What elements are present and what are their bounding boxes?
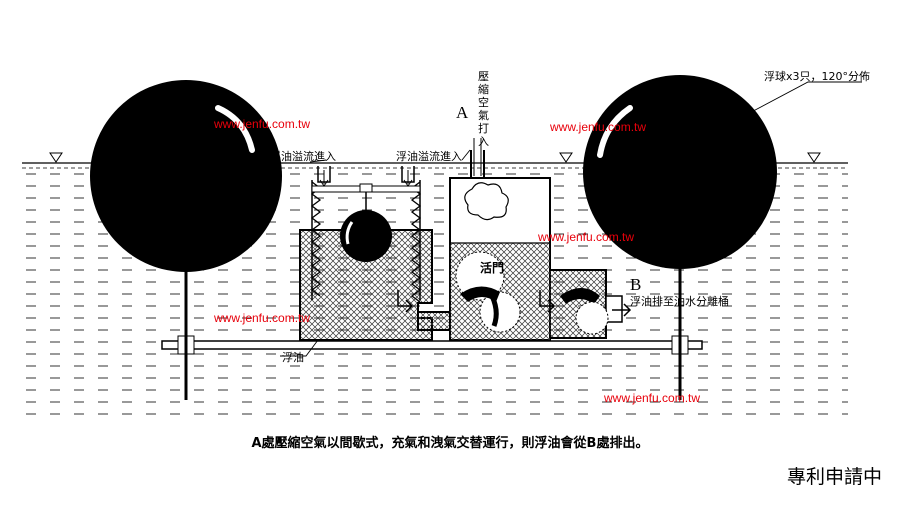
label-overflow-left: 浮油溢流進入 [270,149,336,163]
air-inlet-char-5: 打 [478,121,489,135]
air-inlet-char-4: 氣 [478,108,489,122]
label-air-inlet: 壓 縮 空 氣 打 入 [478,70,489,148]
watermark-5: www.jenfu.com.tw [603,391,700,405]
float-rods [184,262,682,400]
watermark-1: www.jenfu.com.tw [213,117,310,131]
label-valve: 活門 [480,260,504,275]
label-overflow-right: 浮油溢流進入 [396,149,462,163]
leader-lines [280,81,862,357]
outlet-chamber [539,269,632,339]
patent-pending-note: 專利申請中 [786,466,882,488]
diagram-caption: A處壓縮空氣以間歇式，充氣和洩氣交替運行，則浮油會從B處排出。 [251,436,649,451]
water-level-markers [49,152,821,163]
label-point-a: A [456,103,469,122]
pressure-chamber [449,138,551,341]
bellows-chamber [299,166,433,341]
label-floating-oil: 浮油 [282,350,304,364]
air-inlet-char-1: 壓 [478,70,489,83]
label-oil-out: 浮油排至油水分離桶 [630,294,729,308]
air-inlet-char-2: 縮 [478,82,489,96]
watermark-4: www.jenfu.com.tw [213,311,310,325]
watermark-2: www.jenfu.com.tw [549,120,646,134]
float-ball-left [90,80,282,272]
air-inlet-char-6: 入 [478,135,489,148]
watermark-3: www.jenfu.com.tw [537,230,634,244]
label-point-b: B [630,275,641,294]
float-ball-right [583,75,777,269]
label-float-spec: 浮球x3只，120°分佈 [764,69,870,83]
air-inlet-char-3: 空 [478,95,489,109]
